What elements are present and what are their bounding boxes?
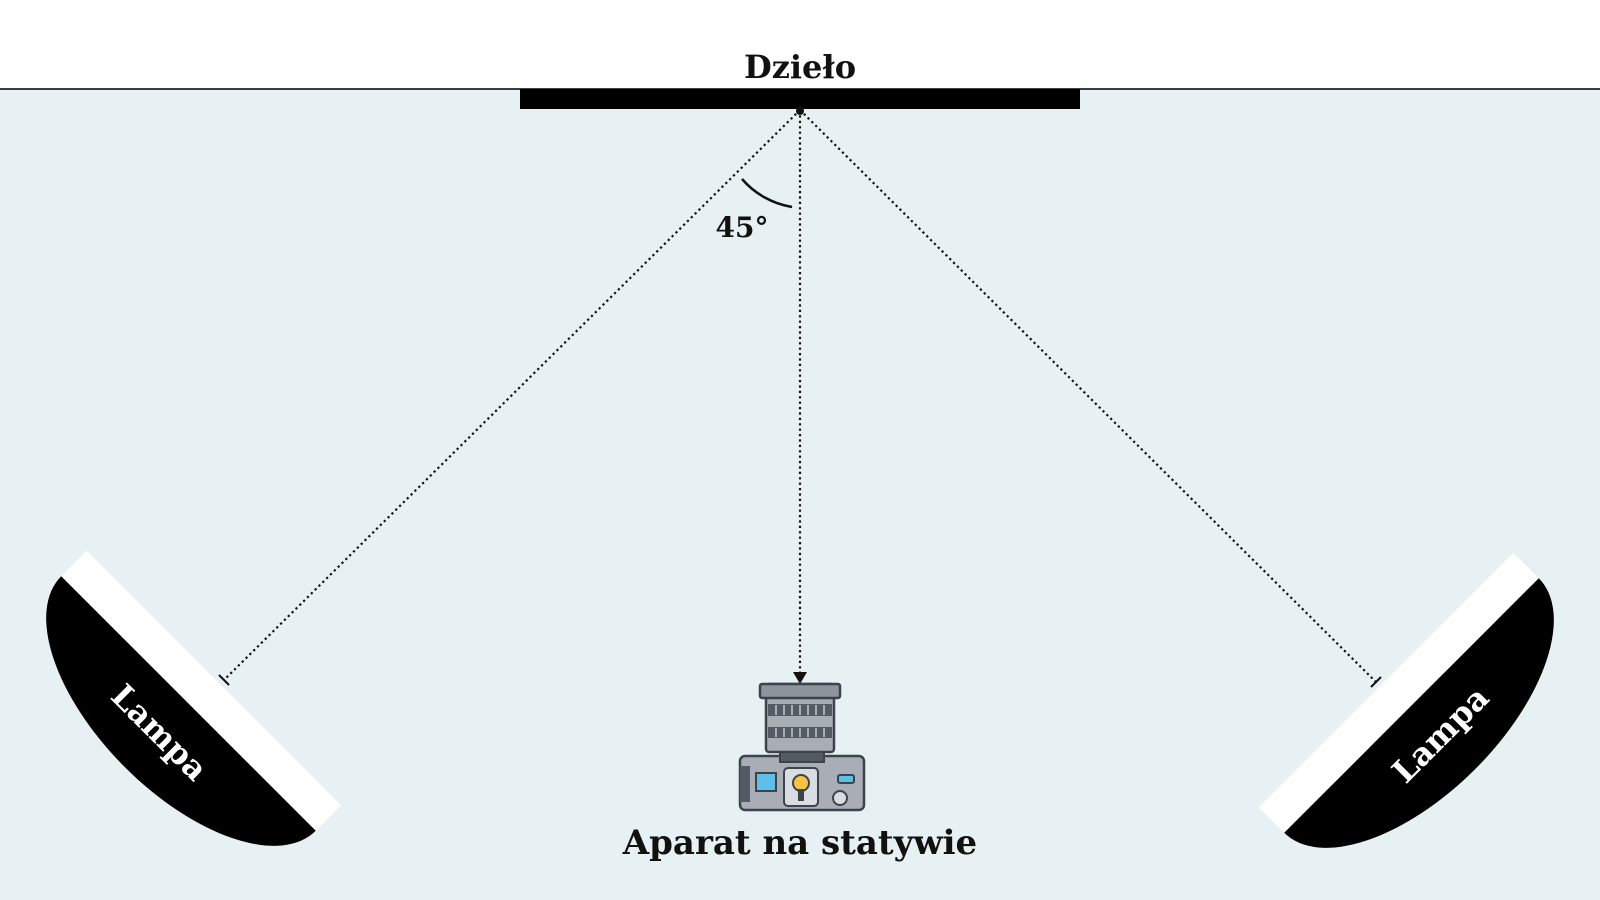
- angle-arc: [741, 178, 793, 209]
- right-light-path: [799, 109, 1377, 683]
- camera-dial-stem: [798, 789, 804, 801]
- angle-label: 45°: [716, 211, 769, 244]
- left-lamp-housing: [46, 576, 316, 846]
- camera-button: [832, 790, 848, 806]
- left-lamp-diffuser: [60, 550, 342, 832]
- left-path-end-tick: [218, 674, 230, 686]
- camera-top-plate: [779, 751, 825, 763]
- wall-area: [0, 0, 1600, 89]
- path-origin-dot: [796, 107, 804, 115]
- right-lamp: Lampa: [1258, 552, 1554, 848]
- camera-label: Aparat na statywie: [622, 823, 977, 863]
- right-lamp-diffuser: [1258, 552, 1540, 834]
- camera-lens-hood: [758, 682, 842, 700]
- camera-grip: [740, 766, 750, 802]
- artwork-label: Dzieło: [744, 48, 856, 86]
- camera-icon: [738, 682, 866, 812]
- right-path-end-tick: [1370, 676, 1382, 688]
- camera-screen: [755, 772, 777, 792]
- light-paths: [223, 109, 1377, 683]
- left-lamp: Lampa: [46, 550, 342, 846]
- right-lamp-housing: [1284, 578, 1554, 848]
- artwork-bar: [520, 89, 1080, 109]
- camera-dial: [792, 774, 810, 792]
- camera-indicator: [837, 774, 855, 784]
- arrow-head-icon: [793, 672, 807, 684]
- left-light-path: [223, 109, 801, 681]
